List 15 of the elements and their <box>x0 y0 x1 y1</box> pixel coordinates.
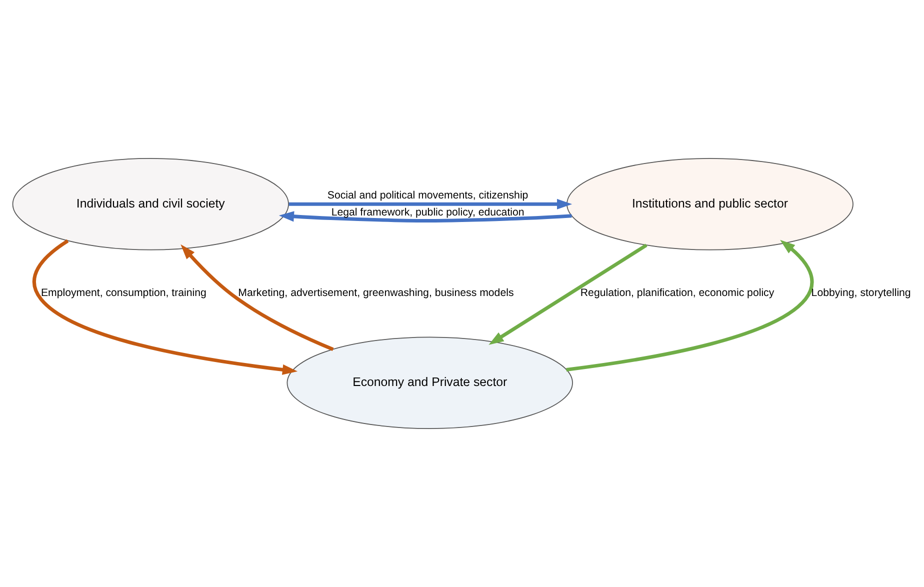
arrow <box>278 211 572 223</box>
arrow <box>32 239 298 375</box>
edge-label: Social and political movements, citizenship <box>327 189 528 202</box>
edge-label: Employment, consumption, training <box>40 287 206 300</box>
arrow <box>180 244 334 351</box>
arrow <box>288 198 572 210</box>
edge-label: Regulation, planification, economic policy <box>580 287 774 300</box>
node-ellipse: Economy and Private sector <box>286 336 573 430</box>
arrow <box>566 240 814 372</box>
arrow <box>488 244 648 345</box>
edge-label: Lobbying, storytelling <box>811 287 911 300</box>
edge-label: Marketing, advertisement, greenwashing, business models <box>238 287 514 300</box>
node-ellipse: Individuals and civil society <box>12 158 289 250</box>
edge-label: Legal framework, public policy, education <box>331 206 524 218</box>
node-ellipse: Institutions and public sector <box>566 158 854 250</box>
